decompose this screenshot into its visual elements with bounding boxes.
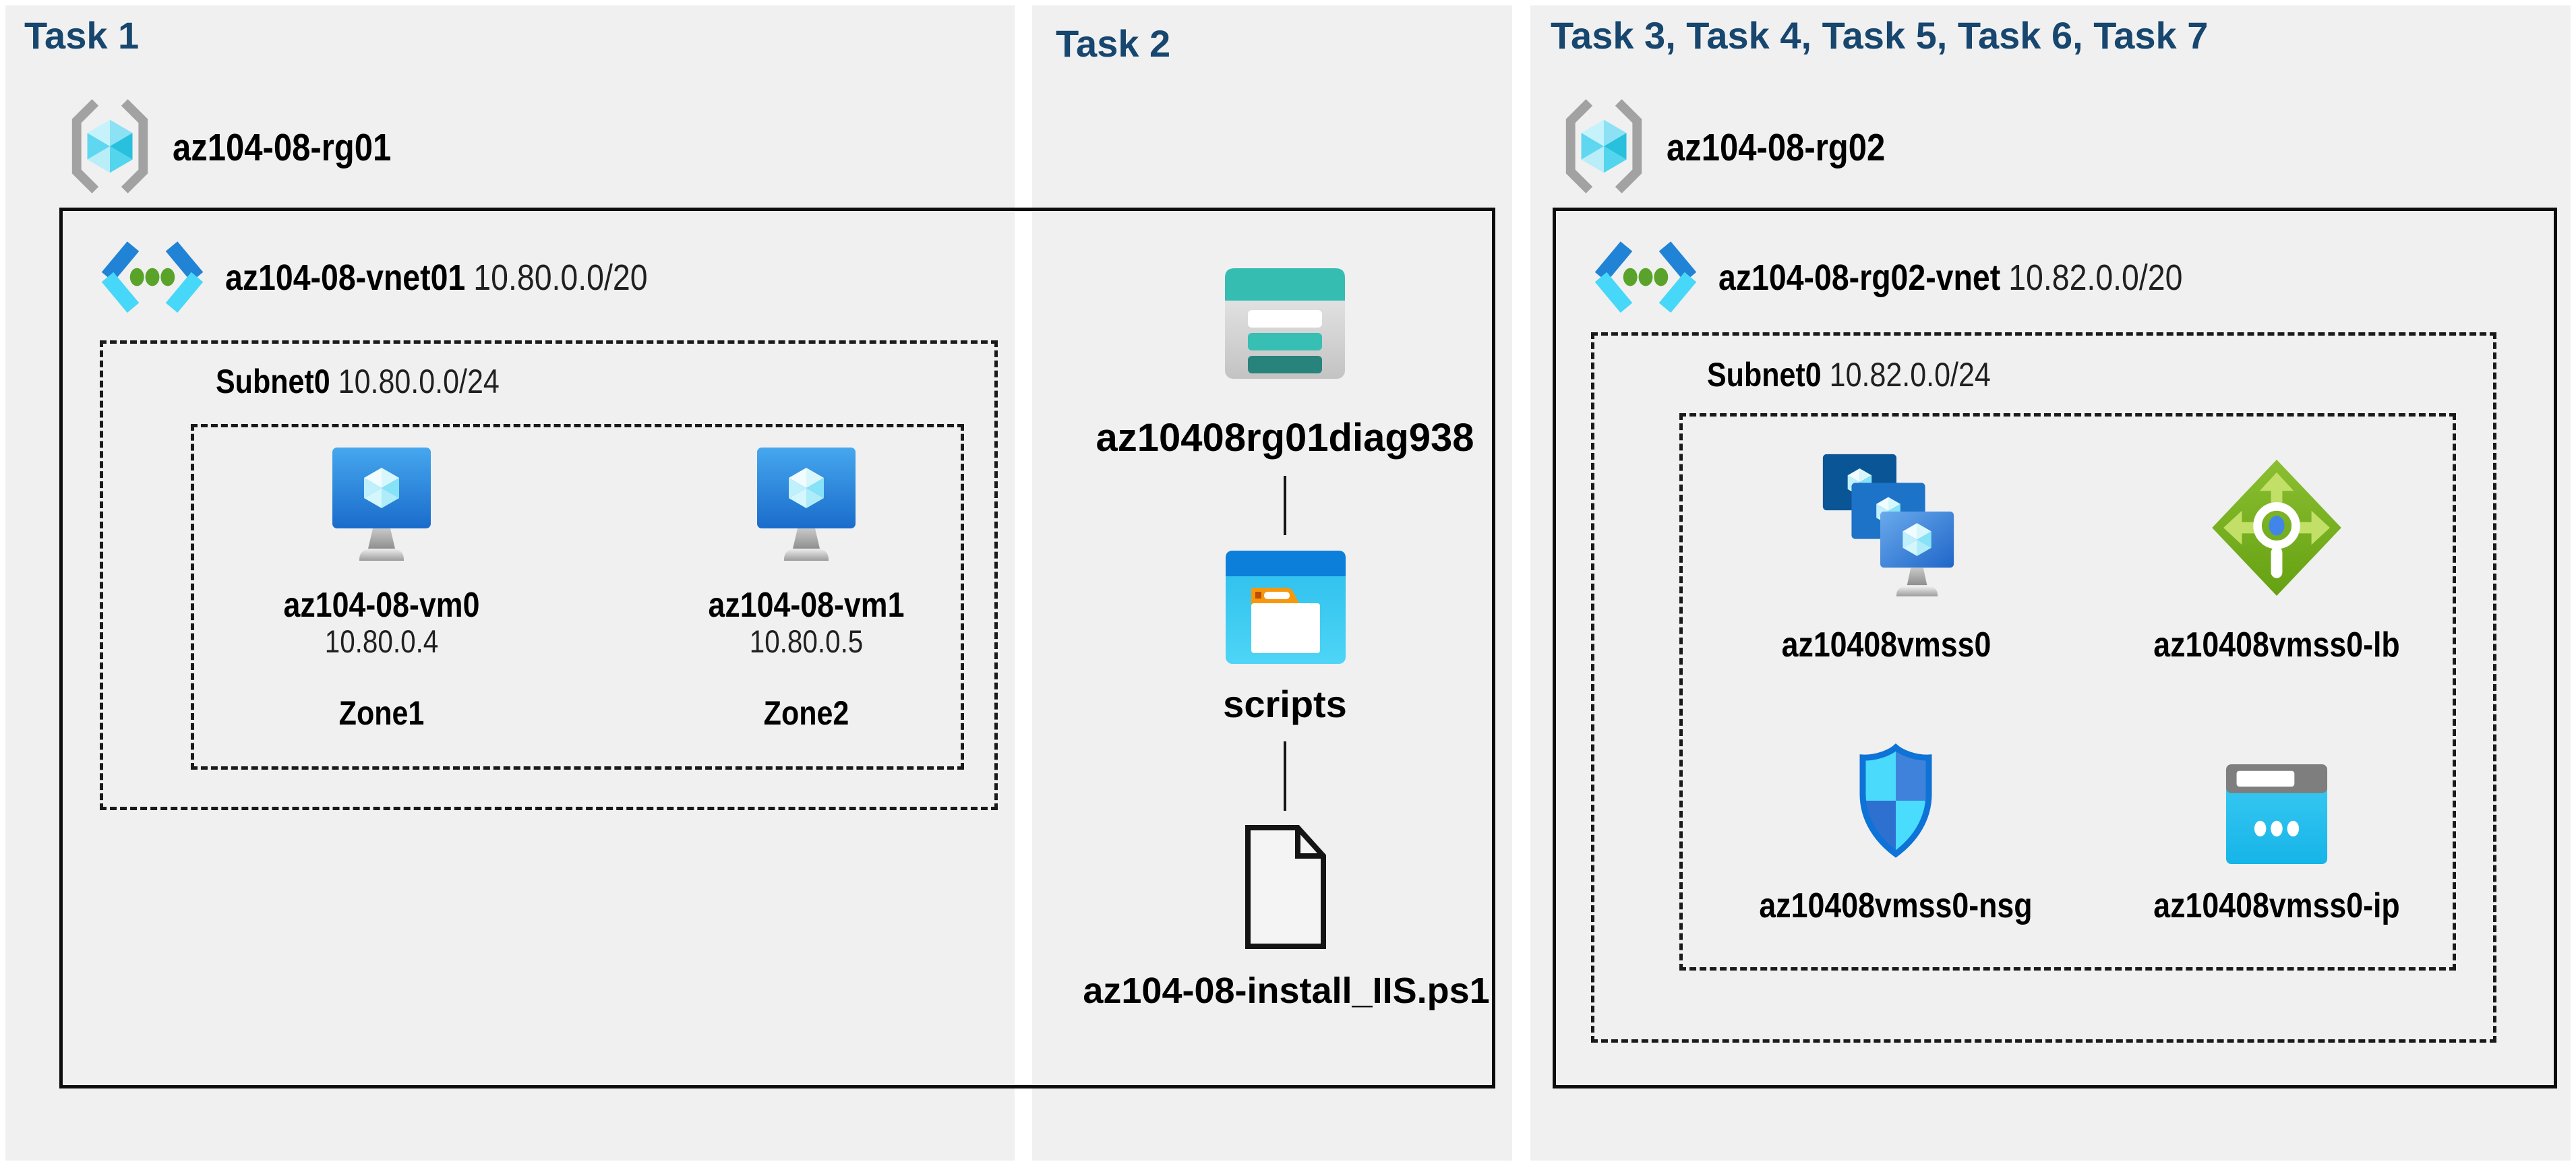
- vm-name: az104-08-vm0: [283, 586, 480, 625]
- connector-line: [1284, 476, 1286, 535]
- zones-box: [191, 424, 964, 770]
- vnet-box-rg01: [59, 208, 1495, 1088]
- virtual-machine-icon: [757, 448, 856, 561]
- vm-ip: 10.80.0.5: [749, 623, 864, 659]
- blob-container-icon: [1226, 551, 1346, 664]
- container-label: scripts: [1223, 683, 1347, 725]
- vm-zone: Zone1: [338, 694, 425, 732]
- virtual-network-icon: [101, 241, 204, 313]
- resource-label: az10408vmss0: [1781, 625, 1991, 665]
- network-security-group-icon: [1859, 743, 1932, 858]
- task3-title: Task 3, Task 4, Task 5, Task 6, Task 7: [1551, 14, 2209, 57]
- vmss-resources-box: [1679, 413, 2456, 971]
- vm-scale-set-icon: [1822, 454, 1954, 596]
- resource-label: az10408vmss0-ip: [2153, 886, 2400, 925]
- resource-label: az10408vmss0-nsg: [1759, 886, 2033, 925]
- file-label: az104-08-install_IIS.ps1: [1083, 971, 1490, 1011]
- storage-account-icon: [1225, 268, 1345, 379]
- panel-task1: [5, 5, 1015, 1161]
- virtual-network-icon: [1594, 241, 1697, 313]
- resource-label: az10408vmss0-lb: [2153, 625, 2400, 665]
- load-balancer-icon: [2212, 459, 2341, 596]
- storage-account-label: az10408rg01diag938: [1096, 416, 1474, 460]
- virtual-machine-icon: [332, 448, 431, 561]
- vm-ip: 10.80.0.4: [324, 623, 439, 659]
- subnet-box-rg02: [1591, 332, 2496, 1043]
- task2-title: Task 2: [1056, 22, 1171, 65]
- ps1-file-icon: [1245, 825, 1326, 949]
- subnet-box-rg01: [100, 340, 998, 810]
- vm-name: az104-08-vm1: [708, 586, 905, 625]
- resource-group-icon: [1565, 99, 1642, 193]
- connector-line: [1284, 741, 1286, 811]
- resource-group-icon: [71, 99, 148, 193]
- vm-zone: Zone2: [763, 694, 849, 732]
- resource-group-label: az104-08-rg02: [1667, 126, 1886, 169]
- vnet-box-rg02: [1553, 208, 2557, 1088]
- public-ip-icon: [2225, 764, 2328, 865]
- resource-group-label: az104-08-rg01: [173, 126, 392, 169]
- task1-title: Task 1: [24, 14, 140, 57]
